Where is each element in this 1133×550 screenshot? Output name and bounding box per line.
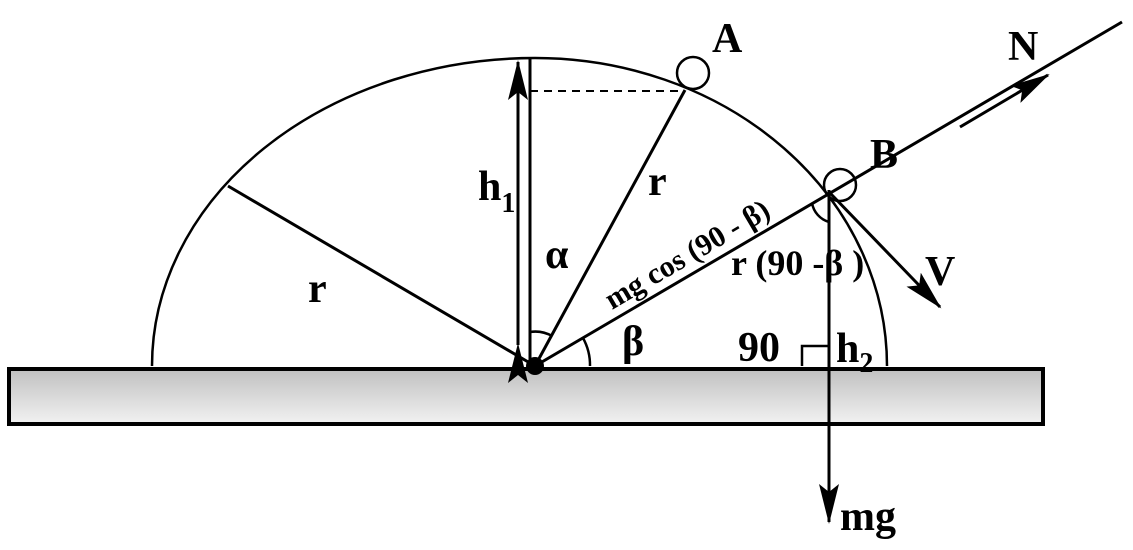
label-beta: β <box>622 319 644 365</box>
label-point-a: A <box>712 16 743 62</box>
label-point-b: B <box>870 132 898 178</box>
hemisphere-outline <box>150 56 889 367</box>
ball-a <box>675 55 711 91</box>
right-angle-marker <box>800 344 829 366</box>
label-normal-force: N <box>1008 24 1038 70</box>
label-radius-left: r <box>308 266 327 312</box>
label-alpha: α <box>545 232 569 278</box>
label-h1: h1 <box>478 164 515 219</box>
normal-force-arrow <box>959 73 1050 129</box>
label-velocity: V <box>925 249 955 295</box>
radius-left <box>227 184 536 368</box>
velocity-arrow <box>828 191 942 309</box>
ball-b <box>822 167 858 203</box>
label-weight: mg <box>840 494 896 540</box>
ground-surface <box>7 367 1045 426</box>
label-right-angle: 90 <box>738 325 780 371</box>
label-radius-a: r <box>648 159 667 205</box>
radius-to-a <box>533 89 687 367</box>
center-point <box>526 357 544 375</box>
label-h2: h2 <box>836 326 873 379</box>
angle-arc-beta <box>581 337 592 367</box>
angle-arc-center-alpha <box>529 330 553 338</box>
label-angle-b: r (90 -β ) <box>731 243 864 283</box>
angle-arc-b <box>810 202 830 224</box>
